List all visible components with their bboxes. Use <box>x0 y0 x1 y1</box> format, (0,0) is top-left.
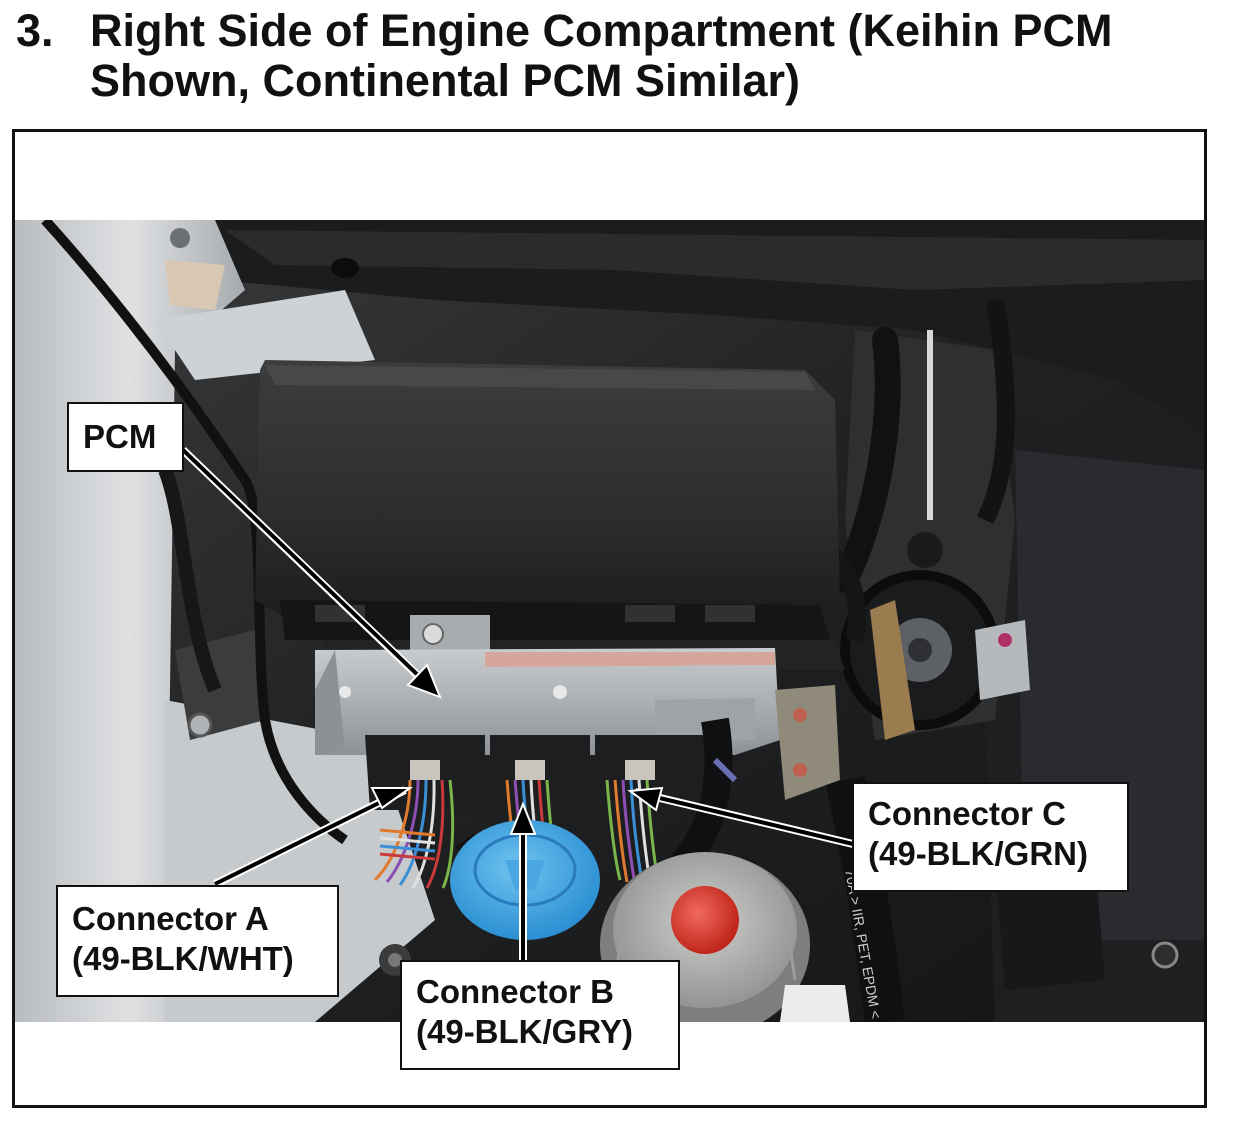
connector-a-callout: Connector A (49-BLK/WHT) <box>56 885 339 997</box>
connector-a-name: Connector A <box>72 900 269 937</box>
connector-a-spec: (49-BLK/WHT) <box>72 940 294 977</box>
figure-frame: 70A > IIR, PET, EPDM < <box>12 129 1207 1108</box>
connector-a-arrow <box>213 786 414 888</box>
leader-arrows <box>180 447 854 960</box>
pcm-label: PCM <box>83 418 157 455</box>
connector-c-arrow <box>627 786 854 848</box>
pcm-callout: PCM <box>67 402 184 472</box>
connector-b-spec: (49-BLK/GRY) <box>416 1013 633 1050</box>
connector-b-name: Connector B <box>416 973 614 1010</box>
pcm-arrow <box>180 447 442 699</box>
step-number: 3. <box>16 5 54 56</box>
connector-b-arrow <box>509 801 537 960</box>
page-title: Right Side of Engine Compartment (Keihin… <box>90 5 1113 106</box>
connector-b-callout: Connector B (49-BLK/GRY) <box>400 960 680 1070</box>
connector-c-callout: Connector C (49-BLK/GRN) <box>852 782 1129 892</box>
connector-c-name: Connector C <box>868 795 1066 832</box>
connector-c-spec: (49-BLK/GRN) <box>868 835 1088 872</box>
